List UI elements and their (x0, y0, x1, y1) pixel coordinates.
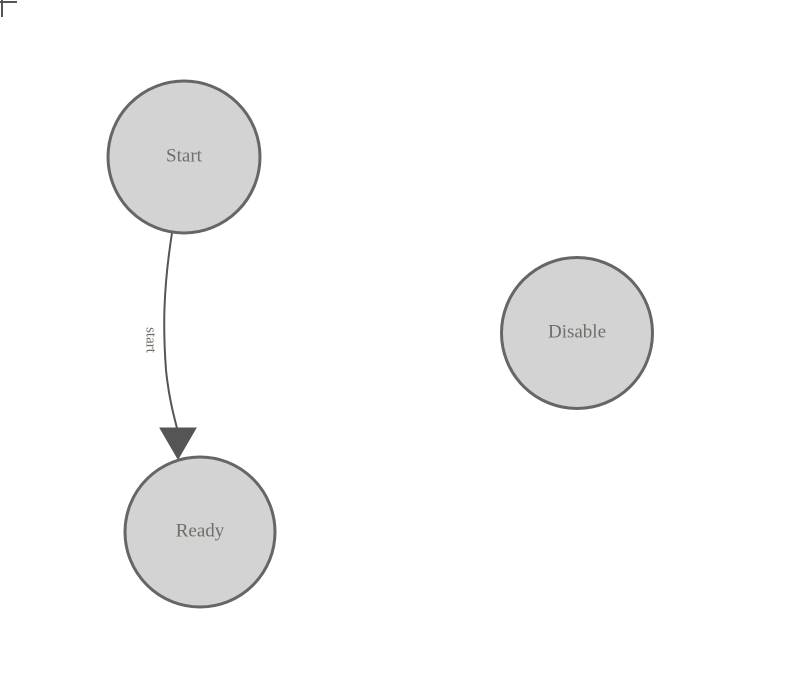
node-start-circle[interactable] (106, 79, 262, 235)
node-disable[interactable]: Disable (500, 256, 654, 410)
node-ready[interactable]: Ready (123, 455, 277, 609)
edge-start-to-ready[interactable]: start (143, 232, 197, 460)
node-ready-circle[interactable] (123, 455, 277, 609)
edge-label-start: start (143, 327, 159, 354)
selection-corner-mark-icon (0, 0, 17, 17)
arrowhead-icon (159, 427, 197, 460)
node-start[interactable]: Start (106, 79, 262, 235)
edge-line[interactable] (163, 232, 179, 433)
node-disable-circle[interactable] (500, 256, 654, 410)
